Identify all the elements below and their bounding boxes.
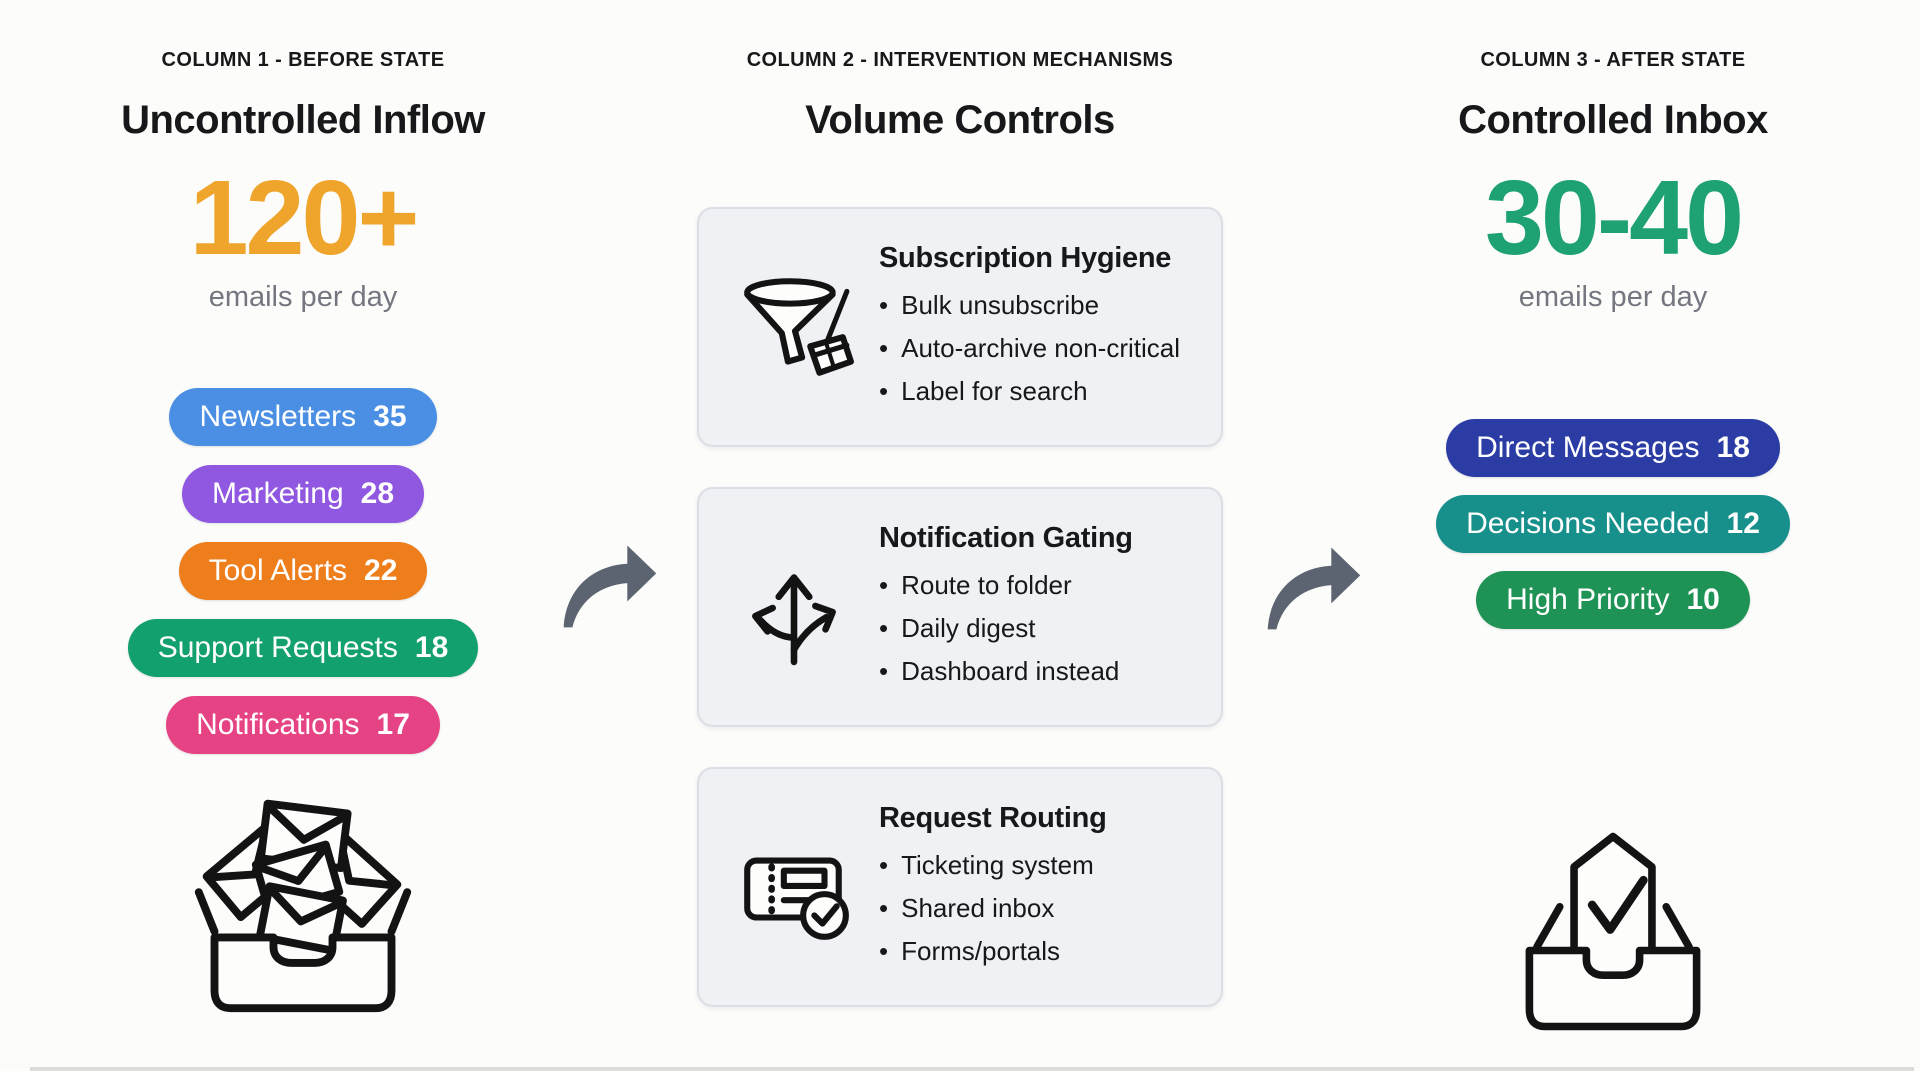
column-before-state: COLUMN 1 - BEFORE STATE Uncontrolled Inf… — [38, 0, 568, 1024]
funnel-broom-icon — [733, 266, 855, 388]
column-title: Volume Controls — [805, 98, 1115, 142]
pill-label: Direct Messages — [1476, 431, 1700, 464]
pill-label: High Priority — [1506, 583, 1670, 616]
card-title: Request Routing — [879, 802, 1107, 834]
card-bullet: Auto-archive non-critical — [879, 327, 1180, 370]
overflowing-inbox-icon — [38, 780, 568, 1024]
card-bullet: Daily digest — [879, 607, 1133, 650]
card-notification-gating: Notification Gating Route to folder Dail… — [697, 487, 1223, 727]
pill-label: Newsletters — [199, 400, 357, 433]
pill-count: 18 — [1716, 431, 1750, 464]
metric-caption: emails per day — [1518, 281, 1708, 313]
pill-high-priority: High Priority 10 — [1476, 571, 1750, 629]
pill-direct-messages: Direct Messages 18 — [1446, 419, 1780, 477]
pill-notifications: Notifications 17 — [166, 696, 440, 754]
column-after-state: COLUMN 3 - AFTER STATE Controlled Inbox … — [1348, 0, 1878, 1038]
before-pill-list: Newsletters 35 Marketing 28 Tool Alerts … — [38, 388, 568, 754]
pill-count: 18 — [414, 631, 449, 664]
card-bullet: Dashboard instead — [879, 650, 1133, 693]
column-title: Controlled Inbox — [1458, 98, 1768, 142]
pill-marketing: Marketing 28 — [181, 465, 425, 523]
metric-value: 120+ — [189, 159, 420, 277]
card-bullet: Bulk unsubscribe — [879, 284, 1180, 327]
pill-count: 10 — [1686, 583, 1720, 616]
intervention-card-list: Subscription Hygiene Bulk unsubscribe Au… — [655, 207, 1265, 1007]
column-kicker: COLUMN 3 - AFTER STATE — [1480, 49, 1746, 71]
card-bullet: Label for search — [879, 370, 1180, 413]
card-bullet: Forms/portals — [879, 930, 1107, 973]
column-interventions: COLUMN 2 - INTERVENTION MECHANISMS Volum… — [655, 0, 1265, 1007]
pill-newsletters: Newsletters 35 — [169, 388, 437, 446]
card-title: Notification Gating — [879, 522, 1133, 554]
flow-arrow-interventions-to-after — [1260, 542, 1366, 632]
pill-count: 22 — [364, 554, 398, 587]
card-request-routing: Request Routing Ticketing system Shared … — [697, 767, 1223, 1007]
pill-label: Tool Alerts — [208, 554, 348, 587]
card-bullet: Ticketing system — [879, 844, 1107, 887]
pill-count: 28 — [360, 477, 395, 510]
inbox-check-icon — [1348, 806, 1878, 1038]
card-title: Subscription Hygiene — [879, 242, 1172, 274]
pill-label: Marketing — [211, 477, 344, 510]
card-bullet: Route to folder — [879, 564, 1133, 607]
pill-label: Notifications — [196, 708, 360, 741]
pill-label: Decisions Needed — [1466, 507, 1710, 540]
card-bullet: Shared inbox — [879, 887, 1107, 930]
pill-support-requests: Support Requests 18 — [127, 619, 479, 677]
pill-count: 35 — [373, 400, 407, 433]
pill-tool-alerts: Tool Alerts 22 — [178, 542, 428, 600]
pill-label: Support Requests — [157, 631, 398, 664]
pill-count: 17 — [376, 708, 410, 741]
bottom-edge-divider — [30, 1067, 1914, 1071]
pill-decisions-needed: Decisions Needed 12 — [1436, 495, 1790, 553]
metric-caption: emails per day — [208, 281, 398, 313]
pill-count: 12 — [1726, 507, 1760, 540]
metric-value: 30-40 — [1484, 159, 1744, 277]
after-pill-list: Direct Messages 18 Decisions Needed 12 H… — [1348, 419, 1878, 629]
column-kicker: COLUMN 1 - BEFORE STATE — [161, 49, 445, 71]
ticket-check-icon — [733, 826, 855, 948]
column-kicker: COLUMN 2 - INTERVENTION MECHANISMS — [746, 49, 1174, 71]
flow-arrow-before-to-interventions — [556, 540, 662, 630]
column-title: Uncontrolled Inflow — [121, 98, 485, 142]
card-subscription-hygiene: Subscription Hygiene Bulk unsubscribe Au… — [697, 207, 1223, 447]
branching-arrows-icon — [733, 546, 855, 668]
